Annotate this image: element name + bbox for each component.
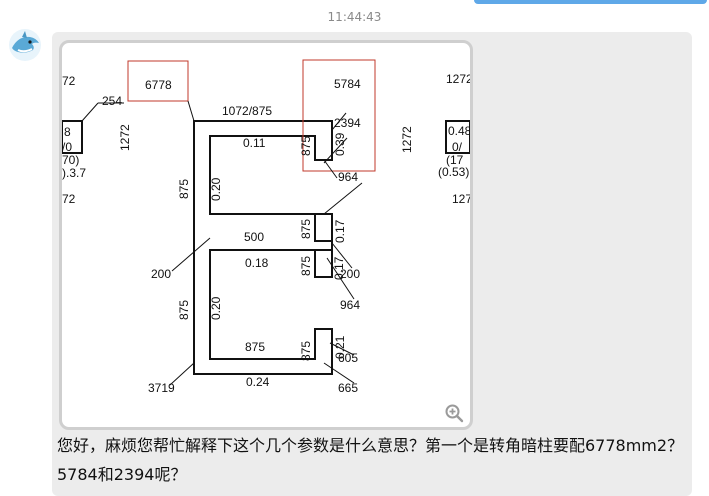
drawing-label: 0.18 [245, 256, 269, 270]
drawing-label: 200 [151, 267, 171, 281]
shark-avatar-icon[interactable] [8, 28, 42, 62]
drawing-label: 875 [299, 219, 313, 239]
drawing-label: /0 [62, 140, 72, 154]
drawing-label: 0/ [452, 140, 463, 154]
drawing-label: 875 [177, 300, 191, 320]
drawing-label: 0.48 [448, 124, 470, 138]
drawing-label: 0.17 [333, 219, 347, 243]
drawing-label: 0.21 [333, 335, 347, 359]
drawing-label: 1272 [118, 124, 132, 151]
drawing-label: 0.20 [209, 177, 223, 201]
drawing-label: 0.20 [209, 296, 223, 320]
drawing-label: 127 [452, 192, 470, 206]
drawing-label: (0.53) [438, 165, 469, 179]
drawing-label: 1272 [446, 72, 470, 86]
drawing-label: 72 [62, 192, 76, 206]
drawing-label: 605 [338, 351, 358, 365]
drawing-label: 1072/875 [222, 104, 272, 118]
drawing-label: 5784 [334, 77, 361, 91]
drawing-label: 964 [340, 298, 360, 312]
drawing-label: 1272 [400, 126, 414, 153]
drawing-label: 875 [299, 136, 313, 156]
drawing-label: 72 [62, 74, 76, 88]
previous-message-edge [474, 0, 707, 4]
drawing-label: 875 [177, 179, 191, 199]
drawing-label: 254 [102, 94, 122, 108]
drawing-label: 200 [340, 267, 360, 281]
drawing-label: 6778 [145, 78, 172, 92]
drawing-label: 0.11 [243, 136, 266, 150]
cad-drawing: 72 8 /0 70) ).3.7 72 254 1272 6778 1072/… [62, 59, 470, 395]
drawing-label: 2394 [334, 116, 361, 130]
drawing-label: (17 [446, 153, 464, 167]
drawing-label: 8 [64, 125, 71, 139]
drawing-label: 875 [245, 340, 265, 354]
message-image[interactable]: 72 8 /0 70) ).3.7 72 254 1272 6778 1072/… [59, 40, 473, 430]
drawing-label: 3719 [148, 381, 175, 395]
drawing-label: 0.39 [333, 132, 347, 156]
drawing-label: 875 [299, 256, 313, 276]
drawing-label: 875 [299, 341, 313, 361]
drawing-label: 0.17 [332, 256, 346, 280]
drawing-label: ).3.7 [62, 166, 86, 180]
message-timestamp: 11:44:43 [327, 10, 382, 24]
drawing-label: 0.24 [246, 375, 270, 389]
message-text: 您好，麻烦您帮忙解释下这个几个参数是什么意思？第一个是转角暗柱要配6778mm2… [57, 436, 684, 484]
zoom-in-icon[interactable] [444, 403, 464, 423]
drawing-label: 964 [338, 170, 358, 184]
drawing-label: 70) [62, 153, 79, 167]
drawing-label: 500 [244, 230, 264, 244]
drawing-label: 665 [338, 381, 358, 395]
